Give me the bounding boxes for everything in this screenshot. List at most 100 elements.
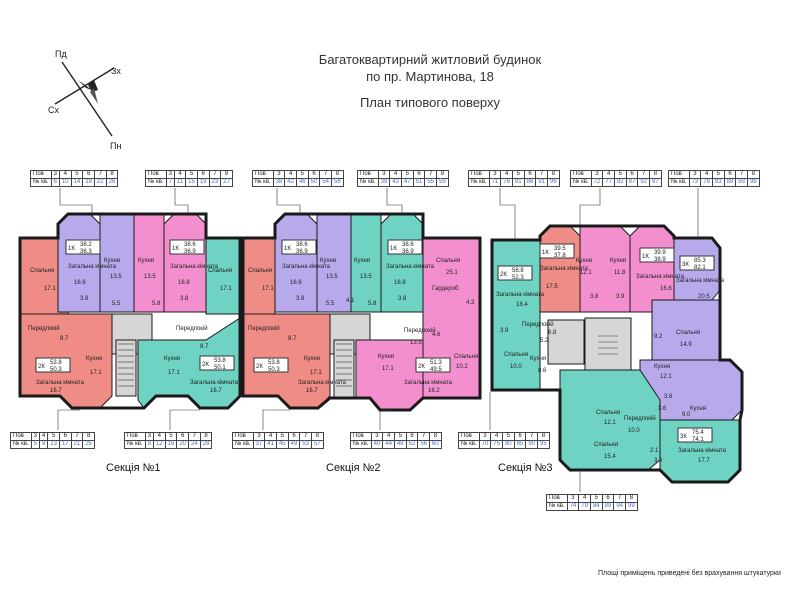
room-label: Кухня 17.1 bbox=[378, 354, 394, 372]
area-value: 3.8 bbox=[590, 294, 599, 300]
svg-text:Загальна кімната: Загальна кімната bbox=[676, 278, 725, 284]
compass-north-label: Пн bbox=[110, 141, 122, 151]
svg-text:Передпокій: Передпокій bbox=[176, 325, 208, 332]
area-value: 5.8 bbox=[368, 301, 377, 307]
svg-text:Загальна кімната: Загальна кімната bbox=[170, 264, 219, 270]
svg-text:Загальна кімната: Загальна кімната bbox=[36, 380, 85, 386]
svg-text:53.8: 53.8 bbox=[268, 360, 280, 366]
compass-rose-icon: Пд Зх Сх Пн bbox=[40, 44, 150, 152]
area-value: 3.8 bbox=[398, 296, 407, 302]
svg-text:49.5: 49.5 bbox=[430, 367, 442, 373]
svg-text:Кухня: Кухня bbox=[104, 258, 120, 264]
room-label: Загальна кімната 16.8 bbox=[170, 264, 219, 286]
svg-text:12.1: 12.1 bbox=[660, 374, 672, 380]
svg-text:Передпокій: Передпокій bbox=[248, 325, 280, 332]
svg-text:39.5: 39.5 bbox=[554, 246, 566, 252]
svg-text:Загальна кімната: Загальна кімната bbox=[386, 264, 435, 270]
svg-text:10.0: 10.0 bbox=[510, 364, 522, 370]
compass-east-label: Сх bbox=[48, 105, 59, 115]
svg-text:13.5: 13.5 bbox=[144, 274, 156, 280]
svg-text:16.2: 16.2 bbox=[428, 388, 440, 394]
svg-text:17.1: 17.1 bbox=[168, 370, 180, 376]
svg-text:Загальна кімната: Загальна кімната bbox=[282, 264, 331, 270]
area-value: 2.1 bbox=[650, 448, 659, 454]
svg-text:56.8: 56.8 bbox=[512, 268, 524, 274]
area-value: 4.3 bbox=[466, 300, 475, 306]
room-pink-kitchen-1 bbox=[133, 213, 165, 313]
svg-text:Загальна кімната: Загальна кімната bbox=[540, 266, 589, 272]
svg-text:2К: 2К bbox=[202, 362, 209, 368]
svg-text:Гардероб: Гардероб bbox=[432, 286, 459, 292]
svg-text:17.1: 17.1 bbox=[382, 366, 394, 372]
svg-text:16.8: 16.8 bbox=[178, 280, 190, 286]
svg-text:53.8: 53.8 bbox=[214, 358, 226, 364]
svg-text:Кухня: Кухня bbox=[86, 356, 102, 362]
area-value: 3.8 bbox=[180, 296, 189, 302]
svg-text:1К: 1К bbox=[284, 246, 291, 252]
svg-text:Кухня: Кухня bbox=[530, 356, 546, 362]
room-label: Спальня 10.0 bbox=[504, 352, 528, 370]
svg-text:Спальня: Спальня bbox=[208, 268, 232, 274]
svg-text:38.6: 38.6 bbox=[402, 242, 414, 248]
svg-text:52.3: 52.3 bbox=[512, 275, 524, 281]
svg-text:9.0: 9.0 bbox=[682, 412, 691, 418]
svg-text:Спальня: Спальня bbox=[504, 352, 528, 358]
svg-text:2К: 2К bbox=[500, 272, 507, 278]
svg-text:17.7: 17.7 bbox=[698, 458, 710, 464]
compass-west-label: Зх bbox=[111, 66, 121, 76]
svg-text:Кухня: Кухня bbox=[378, 354, 394, 360]
svg-text:1К: 1К bbox=[68, 246, 75, 252]
svg-text:Спальня: Спальня bbox=[454, 354, 478, 360]
section-label-2: Секція №2 bbox=[326, 462, 381, 474]
area-value: 3.6 bbox=[658, 406, 667, 412]
svg-text:Загальна кімната: Загальна кімната bbox=[496, 292, 545, 298]
svg-text:Спальня: Спальня bbox=[594, 442, 618, 448]
svg-text:16.8: 16.8 bbox=[394, 280, 406, 286]
svg-text:Спальня: Спальня bbox=[248, 268, 272, 274]
svg-text:Кухня: Кухня bbox=[138, 258, 154, 264]
area-value: 3.8 bbox=[80, 296, 89, 302]
svg-text:38.2: 38.2 bbox=[80, 242, 92, 248]
svg-text:36.9: 36.9 bbox=[402, 249, 414, 255]
svg-text:16.6: 16.6 bbox=[74, 280, 86, 286]
svg-text:25.1: 25.1 bbox=[446, 270, 458, 276]
svg-text:8.6: 8.6 bbox=[538, 368, 547, 374]
room-label: Спальня 17.1 bbox=[248, 268, 274, 292]
svg-text:17.1: 17.1 bbox=[262, 286, 274, 292]
svg-text:38.9: 38.9 bbox=[654, 257, 666, 263]
svg-text:38.6: 38.6 bbox=[296, 242, 308, 248]
svg-text:Кухня: Кухня bbox=[654, 364, 670, 370]
plan-address: по пр. Мартинова, 18 bbox=[366, 69, 494, 84]
room-teal-bedroom-1 bbox=[205, 237, 241, 315]
svg-text:36.9: 36.9 bbox=[184, 249, 196, 255]
area-value: 4.1 bbox=[346, 298, 355, 304]
area-value: 3.0 bbox=[654, 458, 663, 464]
svg-text:18.4: 18.4 bbox=[516, 302, 528, 308]
area-value: 3.8 bbox=[664, 394, 673, 400]
svg-text:16.7: 16.7 bbox=[210, 388, 222, 394]
plan-title: Багатоквартирний житловий будинок bbox=[318, 52, 542, 67]
svg-text:82.1: 82.1 bbox=[694, 265, 706, 271]
svg-text:17.1: 17.1 bbox=[310, 370, 322, 376]
